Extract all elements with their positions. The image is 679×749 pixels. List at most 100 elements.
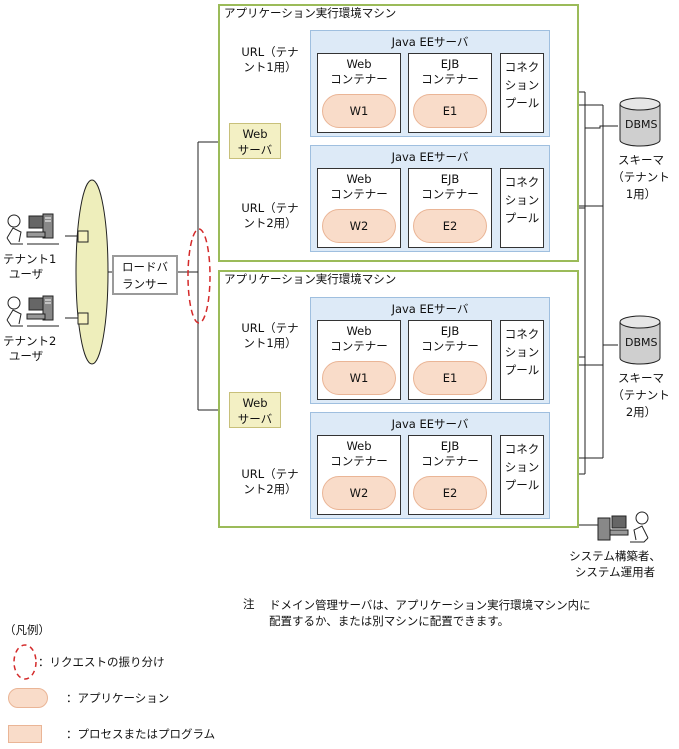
database-icon bbox=[619, 315, 661, 365]
web-container-label: Web bbox=[346, 172, 372, 186]
pool-label: コネク bbox=[504, 442, 540, 456]
pool-label: コネク bbox=[504, 60, 540, 74]
note-text: ドメイン管理サーバは、アプリケーション実行環境マシン内に 配置するか、または別マ… bbox=[269, 597, 591, 629]
ejb-container-label: コンテナー bbox=[421, 339, 479, 353]
tenant1-label-2: ユーザ bbox=[8, 267, 44, 281]
schema-label-line: （テナント bbox=[612, 170, 670, 184]
web-container-label: コンテナー bbox=[330, 339, 388, 353]
application-e1: E1 bbox=[413, 94, 487, 128]
legend-application-swatch bbox=[8, 688, 48, 708]
javaee-title: Java EEサーバ bbox=[391, 417, 469, 431]
legend-process-swatch bbox=[8, 725, 42, 743]
pool-label: プール bbox=[504, 96, 540, 110]
url-label-line: URL（テナ bbox=[241, 321, 299, 335]
schema-label-line: （テナント bbox=[612, 388, 670, 402]
javaee-title: Java EEサーバ bbox=[391, 35, 469, 49]
schema-label-line: 2用） bbox=[625, 405, 657, 419]
ejb-container: EJB コンテナー E2 bbox=[408, 168, 492, 248]
pool-label: ション bbox=[504, 345, 540, 359]
web-container-label: コンテナー bbox=[330, 187, 388, 201]
tenant1-user: テナント1 ユーザ bbox=[3, 212, 65, 292]
ejb-container: EJB コンテナー E1 bbox=[408, 53, 492, 133]
ejb-container-label: コンテナー bbox=[421, 454, 479, 468]
tenant1-label-1: テナント1 bbox=[3, 252, 57, 266]
web-container: Web コンテナー W2 bbox=[317, 168, 401, 248]
application-e2: E2 bbox=[413, 476, 487, 510]
url-label-m1-t1: URL（テナ ント1用） bbox=[240, 45, 300, 75]
web-container-label: Web bbox=[346, 57, 372, 71]
pool-label: プール bbox=[504, 478, 540, 492]
note-line: 配置するか、または別マシンに配置できます。 bbox=[269, 614, 510, 628]
note-line: ドメイン管理サーバは、アプリケーション実行環境マシン内に bbox=[269, 598, 591, 612]
user-pc-icon bbox=[6, 213, 59, 245]
application-w1: W1 bbox=[322, 361, 396, 395]
web-container-label: Web bbox=[346, 439, 372, 453]
web-server-label-2: サーバ bbox=[237, 412, 273, 426]
web-container: Web コンテナー W2 bbox=[317, 435, 401, 515]
pool-label: コネク bbox=[504, 175, 540, 189]
connection-pool: コネク ション プール bbox=[500, 320, 544, 400]
load-balancer: ロードバ ランサー bbox=[112, 255, 178, 295]
ejb-container: EJB コンテナー E2 bbox=[408, 435, 492, 515]
ejb-container: EJB コンテナー E1 bbox=[408, 320, 492, 400]
application-e2: E2 bbox=[413, 209, 487, 243]
javaee-title: Java EEサーバ bbox=[391, 302, 469, 316]
load-balancer-label-1: ロードバ bbox=[122, 260, 168, 274]
schema1-label: スキーマ （テナント 1用） bbox=[608, 152, 674, 203]
admin-pc-icon bbox=[597, 511, 649, 543]
legend-label-distribution: ：リクエストの振り分け bbox=[38, 655, 165, 669]
network-hub bbox=[75, 179, 109, 365]
javaee-title: Java EEサーバ bbox=[391, 150, 469, 164]
connection-pool: コネク ション プール bbox=[500, 168, 544, 248]
connection-pool: コネク ション プール bbox=[500, 53, 544, 133]
url-label-line: ント2用） bbox=[243, 216, 297, 230]
url-label-m2-t2: URL（テナ ント2用） bbox=[240, 467, 300, 497]
admin-label-line: システム運用者 bbox=[574, 565, 656, 579]
url-label-line: URL（テナ bbox=[241, 467, 299, 481]
database-icon bbox=[619, 97, 661, 147]
request-distribution-ellipse bbox=[187, 228, 211, 324]
pool-label: コネク bbox=[504, 327, 540, 341]
tenant2-label-1: テナント2 bbox=[3, 334, 57, 348]
application-w2: W2 bbox=[322, 476, 396, 510]
pool-label: プール bbox=[504, 211, 540, 225]
web-server-label-1: Web bbox=[242, 396, 268, 410]
ejb-container-label: EJB bbox=[440, 439, 460, 453]
web-container: Web コンテナー W1 bbox=[317, 320, 401, 400]
url-label-line: ント1用） bbox=[243, 336, 297, 350]
pool-label: ション bbox=[504, 193, 540, 207]
javaee-server-m1-t2: Java EEサーバ Web コンテナー W2 EJB コンテナー E2 コネク… bbox=[310, 145, 550, 252]
web-server-1: Web サーバ bbox=[229, 123, 281, 159]
legend-label-process: ：プロセスまたはプログラム bbox=[66, 727, 216, 741]
application-e1: E1 bbox=[413, 361, 487, 395]
schema-label-line: 1用） bbox=[625, 187, 657, 201]
javaee-server-m2-t1: Java EEサーバ Web コンテナー W1 EJB コンテナー E1 コネク… bbox=[310, 297, 550, 404]
tenant2-user: テナント2 ユーザ bbox=[3, 294, 65, 374]
schema2-label: スキーマ （テナント 2用） bbox=[608, 370, 674, 421]
legend-label-application: ：アプリケーション bbox=[66, 691, 170, 705]
web-container-label: Web bbox=[346, 324, 372, 338]
web-server-label-2: サーバ bbox=[237, 143, 273, 157]
application-w2: W2 bbox=[322, 209, 396, 243]
application-w1: W1 bbox=[322, 94, 396, 128]
connection-pool: コネク ション プール bbox=[500, 435, 544, 515]
javaee-server-m2-t2: Java EEサーバ Web コンテナー W2 EJB コンテナー E2 コネク… bbox=[310, 412, 550, 519]
ejb-container-label: EJB bbox=[440, 172, 460, 186]
ejb-container-label: EJB bbox=[440, 324, 460, 338]
schema-label-line: スキーマ bbox=[618, 153, 664, 167]
javaee-server-m1-t1: Java EEサーバ Web コンテナー W1 EJB コンテナー E1 コネク… bbox=[310, 30, 550, 137]
web-container-label: コンテナー bbox=[330, 72, 388, 86]
web-server-label-1: Web bbox=[242, 127, 268, 141]
url-label-line: ント1用） bbox=[243, 60, 297, 74]
admin-label-line: システム構築者、 bbox=[569, 549, 661, 563]
pool-label: ション bbox=[504, 460, 540, 474]
note-prefix: 注 bbox=[243, 597, 255, 611]
pool-label: ション bbox=[504, 78, 540, 92]
tenant2-label-2: ユーザ bbox=[8, 349, 44, 363]
url-label-m2-t1: URL（テナ ント1用） bbox=[240, 321, 300, 351]
web-container: Web コンテナー W1 bbox=[317, 53, 401, 133]
legend-dashed-ellipse bbox=[13, 644, 37, 680]
machine-title: アプリケーション実行環境マシン bbox=[224, 272, 397, 286]
url-label-line: ント2用） bbox=[243, 482, 297, 496]
load-balancer-label-2: ランサー bbox=[122, 277, 168, 291]
